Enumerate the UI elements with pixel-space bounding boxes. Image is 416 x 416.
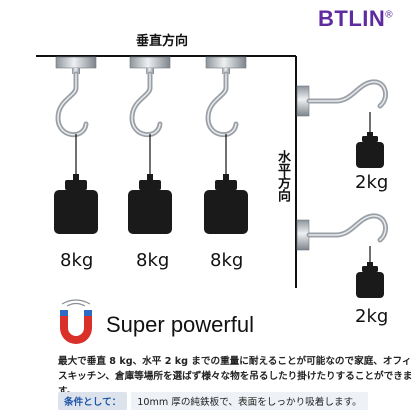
weight-label-vertical-1: 8kg	[60, 250, 94, 271]
vertical-hook-3	[204, 56, 248, 234]
weight-label-horizontal-1: 2kg	[355, 172, 389, 193]
condition-row: 条件として：10mm 厚の純鉄板で、表面をしっかり吸着します。	[58, 392, 368, 410]
horseshoe-magnet-icon	[60, 299, 92, 344]
brand-logo: BTLIN®	[318, 6, 393, 32]
condition-badge: 条件として：	[58, 392, 128, 410]
weight-label-horizontal-2: 2kg	[355, 306, 389, 327]
horizontal-direction-label: 水平方向	[275, 150, 290, 202]
condition-text: 10mm 厚の純鉄板で、表面をしっかり吸着します。	[131, 392, 368, 410]
weight-label-vertical-2: 8kg	[136, 250, 170, 271]
horizontal-hook-1	[296, 79, 389, 168]
vertical-hook-1	[54, 56, 98, 234]
weight-label-vertical-3: 8kg	[210, 250, 244, 271]
brand-name: BTLIN	[318, 6, 386, 31]
vertical-hook-2	[128, 56, 172, 234]
tagline: Super powerful	[106, 312, 254, 337]
registered-mark: ®	[385, 9, 394, 21]
vertical-direction-label: 垂直方向	[136, 34, 189, 49]
horizontal-hook-2	[296, 213, 389, 298]
description-text: 最大で垂直 8 kg、水平 2 kg までの重量に耐えることが可能なので家庭、オ…	[58, 356, 413, 397]
